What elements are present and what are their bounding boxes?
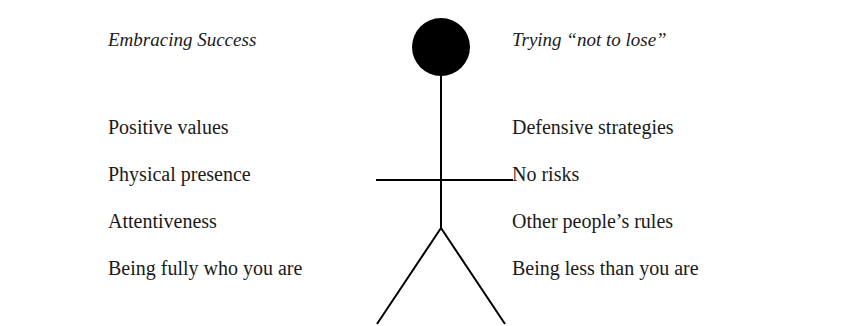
figure-leg [441, 228, 505, 324]
column-heading: Embracing Success [108, 28, 256, 52]
figure-head [412, 18, 470, 76]
list-item: Being fully who you are [108, 256, 302, 280]
list-item: Physical presence [108, 162, 251, 186]
list-item: Positive values [108, 115, 229, 139]
list-item: Defensive strategies [512, 115, 674, 139]
figure-body [440, 74, 442, 228]
list-item: Attentiveness [108, 209, 217, 233]
column-heading: Trying “not to lose” [512, 28, 667, 52]
figure-arms [376, 179, 513, 181]
list-item: Being less than you are [512, 256, 699, 280]
list-item: Other people’s rules [512, 209, 673, 233]
figure-leg [377, 228, 441, 324]
list-item: No risks [512, 162, 579, 186]
